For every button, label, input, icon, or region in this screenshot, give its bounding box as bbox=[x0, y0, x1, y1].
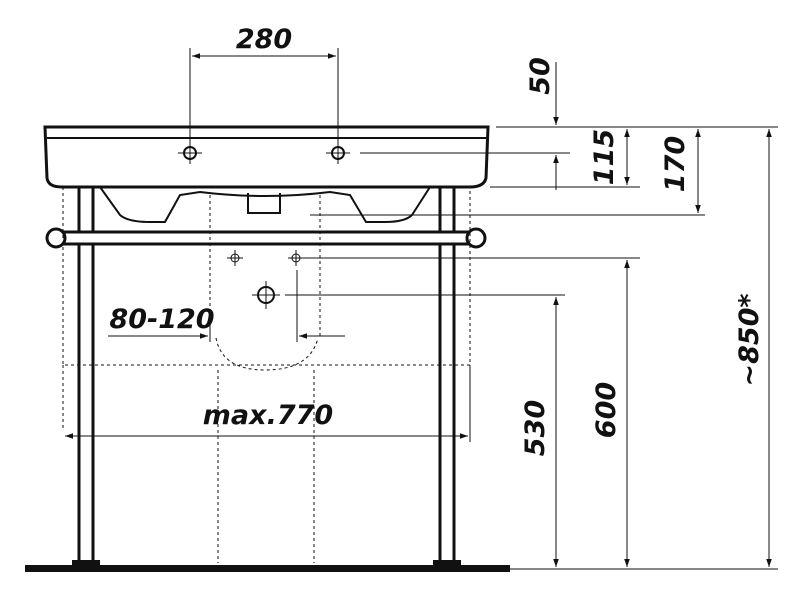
dim-max-770: max.770 bbox=[65, 400, 468, 439]
dim-label-max-770: max.770 bbox=[203, 400, 333, 431]
supply-connection-left bbox=[227, 250, 243, 266]
dim-850: ~850* bbox=[734, 129, 772, 567]
tap-hole-right bbox=[326, 142, 350, 164]
dashed-outlines bbox=[62, 187, 471, 563]
dim-label-280: 280 bbox=[236, 24, 292, 55]
towel-rail bbox=[45, 227, 487, 249]
waste-connection bbox=[252, 281, 280, 309]
dim-label-80-120: 80-120 bbox=[109, 304, 214, 335]
dim-280: 280 bbox=[192, 24, 336, 59]
dim-label-850: ~850* bbox=[734, 293, 765, 386]
dim-170: 170 bbox=[660, 129, 701, 213]
dim-label-530: 530 bbox=[520, 400, 551, 456]
dim-label-170: 170 bbox=[660, 136, 691, 192]
dim-115: 115 bbox=[589, 129, 630, 185]
washbasin-outline bbox=[43, 125, 490, 223]
dim-80-120: 80-120 bbox=[108, 304, 345, 339]
frame-leg-right bbox=[433, 187, 461, 566]
frame-leg-left bbox=[72, 187, 100, 566]
dim-label-115: 115 bbox=[589, 129, 620, 185]
dim-530: 530 bbox=[520, 297, 559, 567]
tap-hole-left bbox=[178, 142, 202, 164]
dim-label-50: 50 bbox=[525, 57, 556, 95]
extension-lines bbox=[189, 48, 778, 570]
dim-50: 50 bbox=[525, 57, 559, 190]
dim-label-600: 600 bbox=[591, 382, 622, 438]
dim-600: 600 bbox=[591, 260, 630, 567]
floor-line bbox=[25, 565, 510, 572]
